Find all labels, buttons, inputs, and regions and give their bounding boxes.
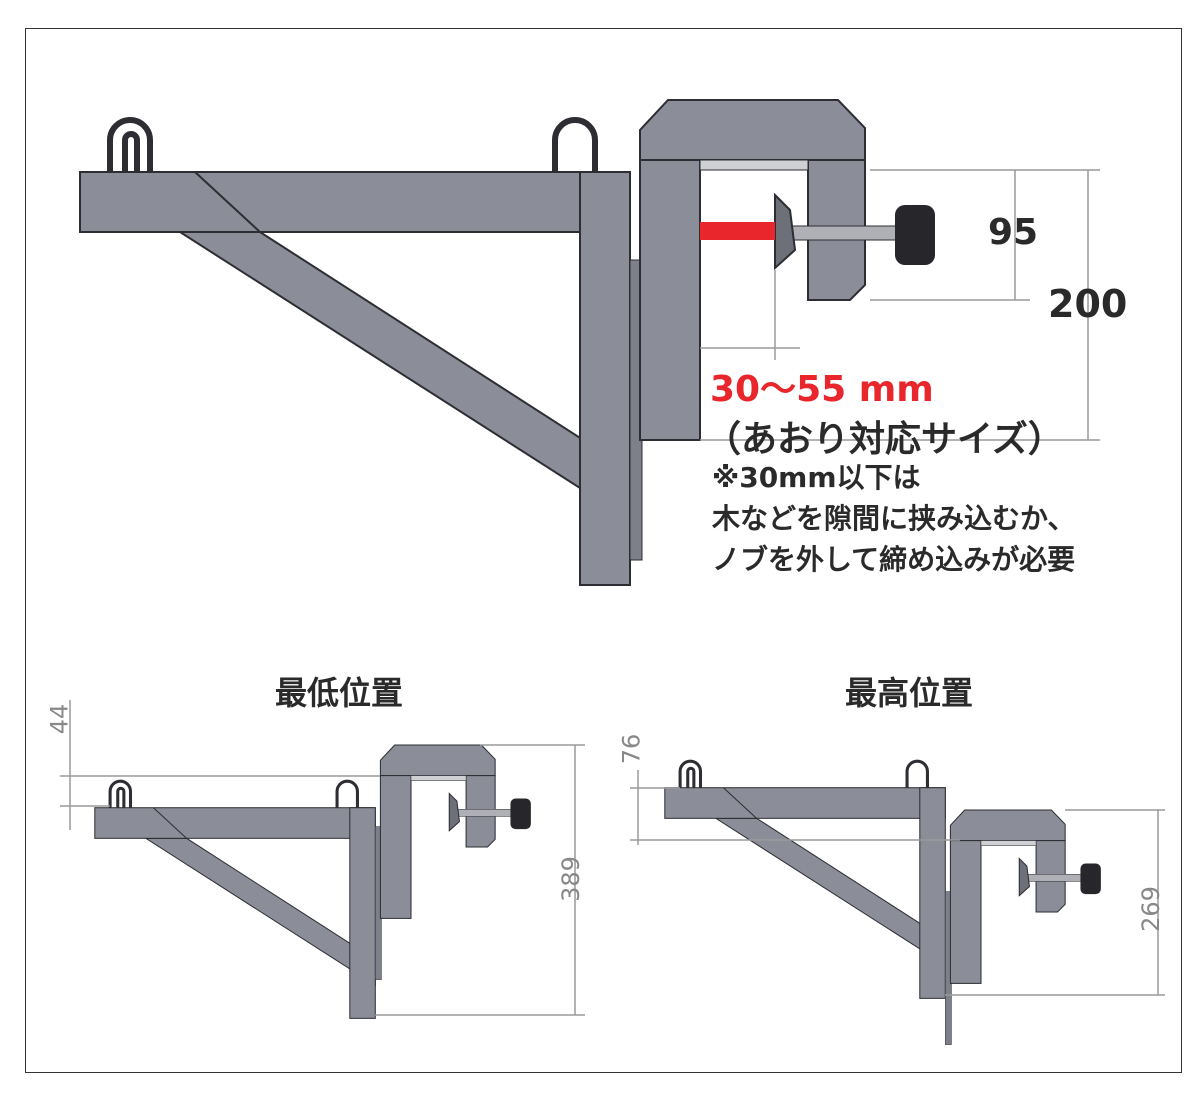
main-bracket [80,99,1100,585]
highest-position-drawing [630,759,1165,1046]
highest-dimension-76: 76 [617,733,646,765]
lowest-dimension-389: 389 [556,856,585,902]
note-line-1: ※30mm以下は [712,461,921,494]
dimension-lines [700,169,1100,441]
highest-position-title: 最高位置 [845,674,974,712]
note-line-3: ノブを外して締め込みが必要 [712,543,1076,576]
dimension-95: 95 [988,212,1039,253]
clamp-range-caption: （あおり対応サイズ） [705,419,1064,460]
note-line-2: 木などを隙間に挟み込むか、 [712,502,1076,535]
border-frame [25,28,1182,1073]
dimension-200: 200 [1048,282,1128,326]
lowest-position-title: 最低位置 [275,674,404,712]
highest-dimension-269: 269 [1136,886,1165,932]
lowest-dimension-44: 44 [45,703,74,735]
clamp-range-bar [700,222,775,240]
lowest-position-drawing [60,700,585,1020]
clamp-range-label: 30～55 mm [710,369,934,410]
